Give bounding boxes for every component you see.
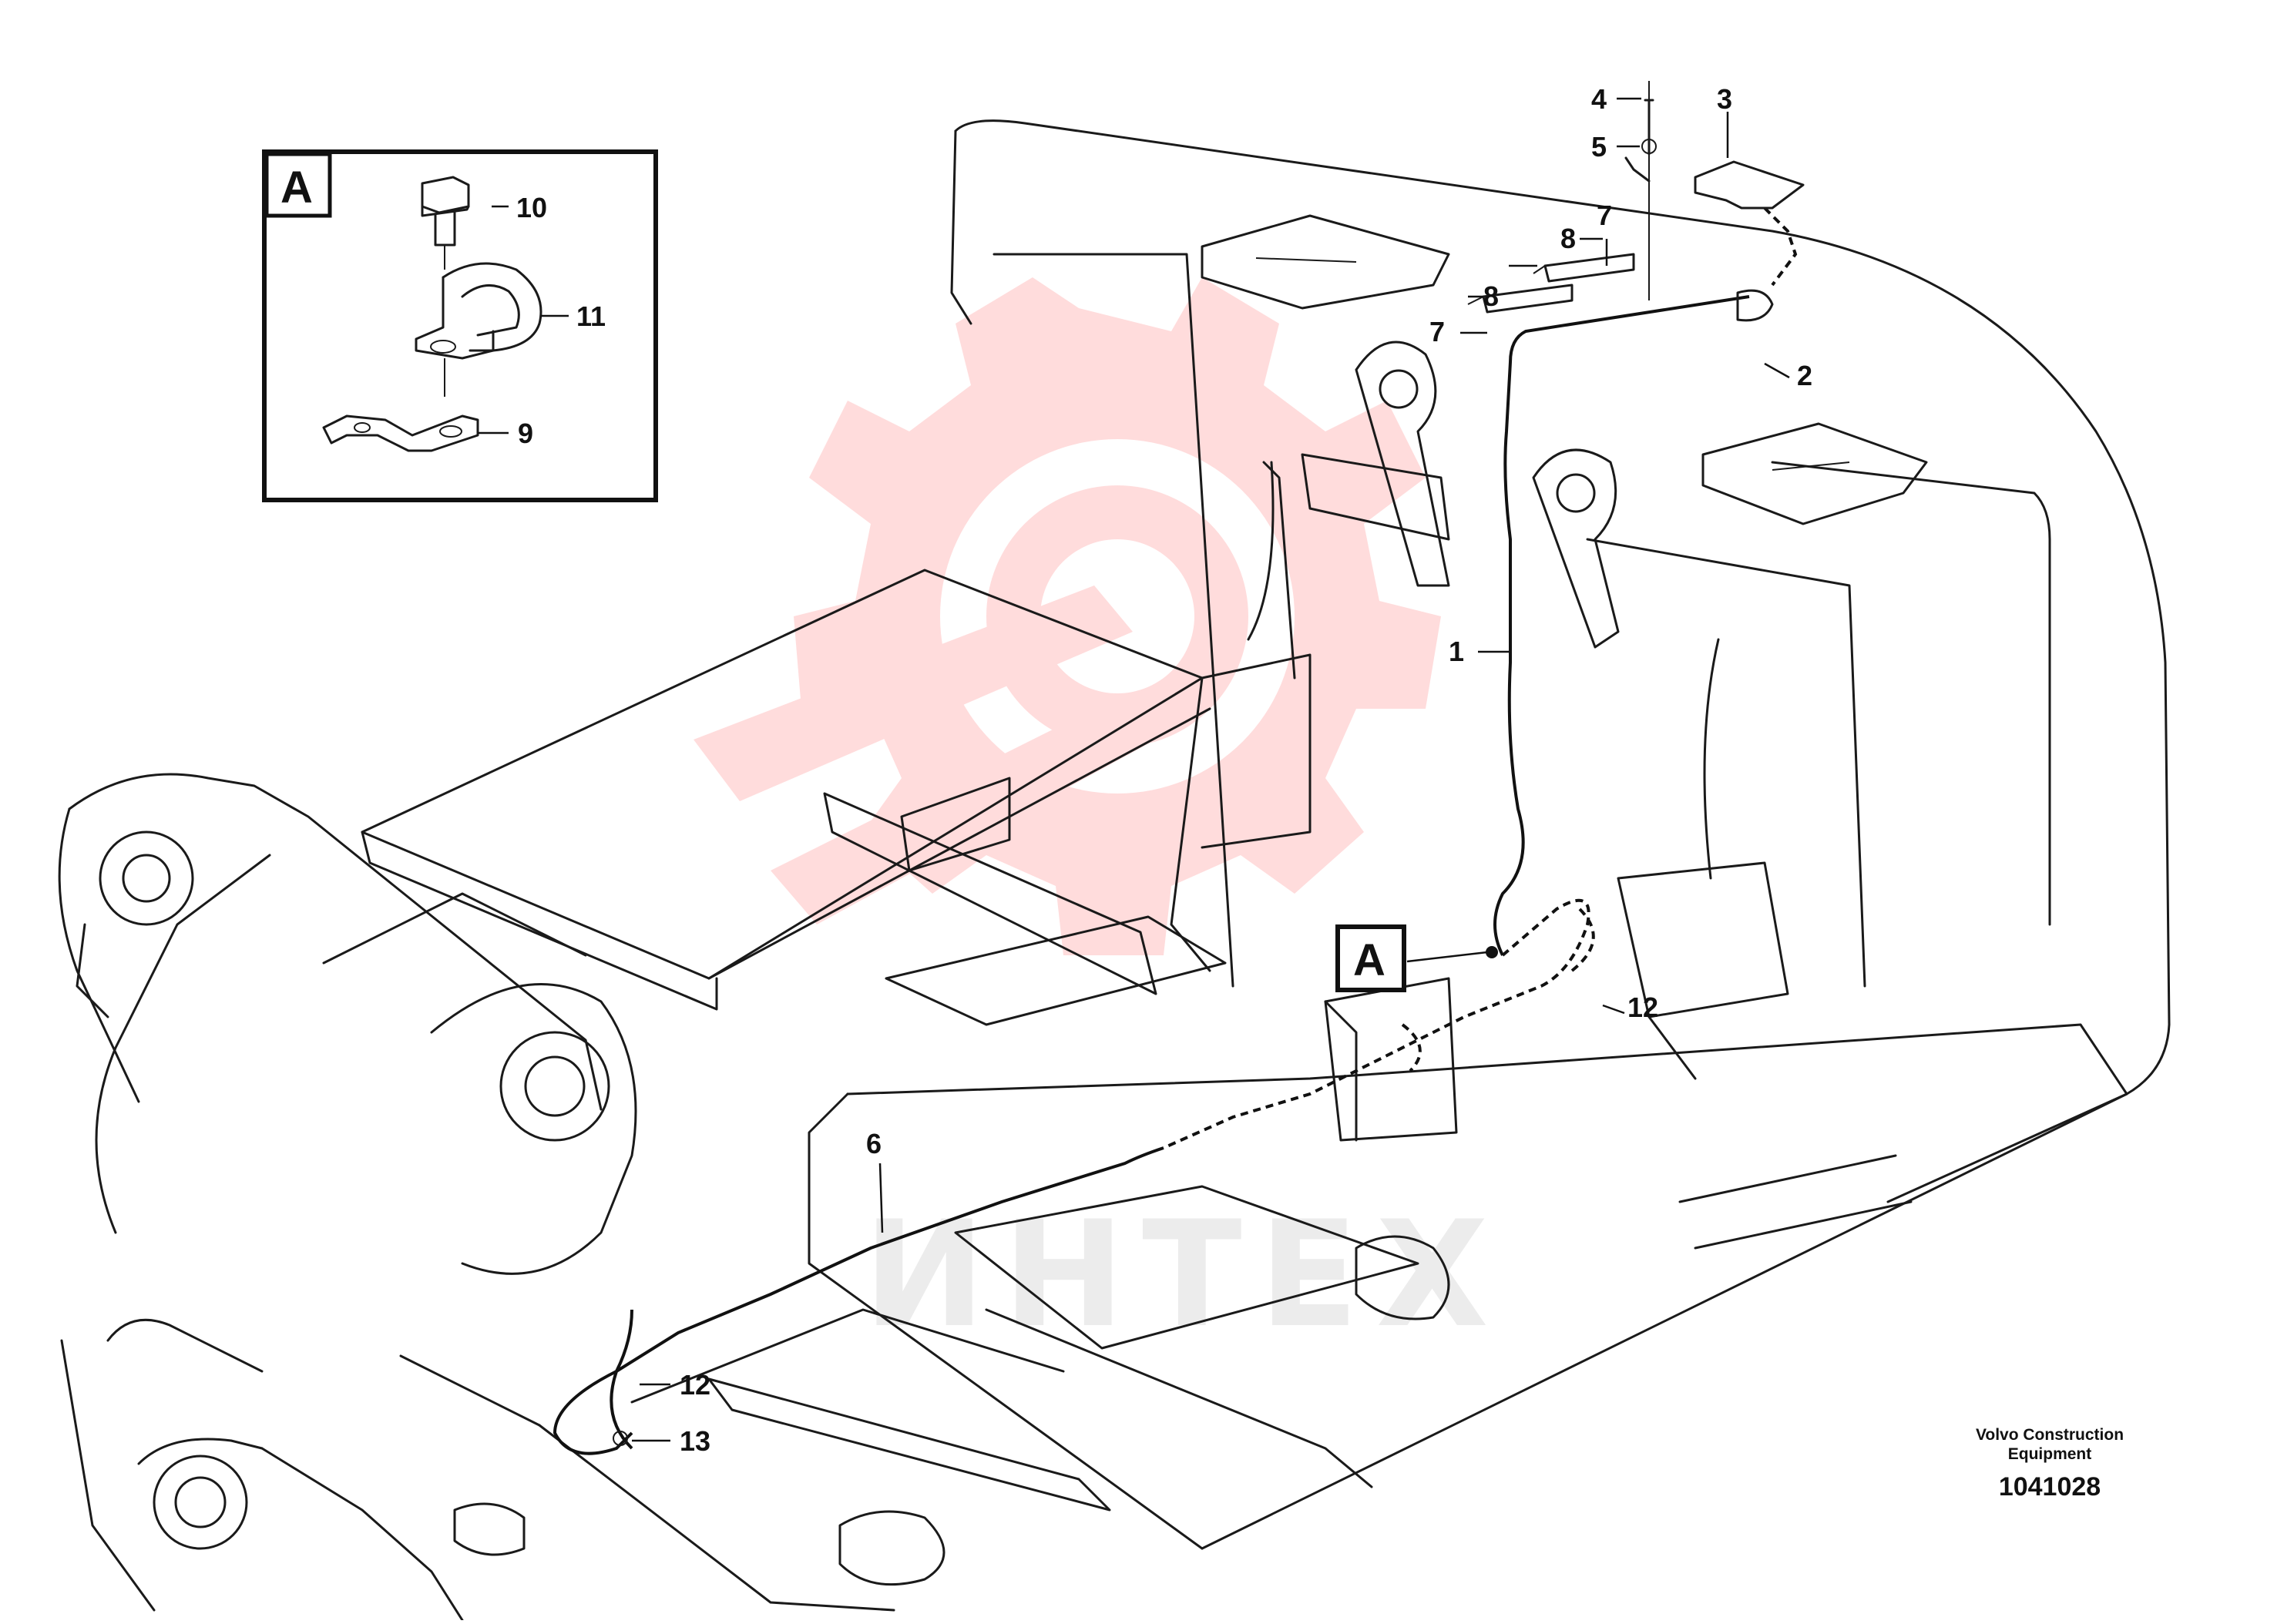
clamp-assembly [1467, 81, 1805, 322]
callout-1: 1 [1449, 636, 1464, 667]
upper-frame [361, 461, 1789, 1142]
callout-13: 13 [680, 1425, 710, 1457]
counterweight [950, 119, 2171, 1203]
brand-line-2: Equipment [2007, 1445, 2092, 1463]
detail-marker-letter: A [1353, 935, 1385, 985]
callout-12b: 12 [680, 1369, 710, 1401]
callout-7a: 7 [1597, 200, 1612, 231]
callout-2: 2 [1797, 360, 1812, 391]
callout-11: 11 [576, 300, 606, 332]
detail-view-letter: A [280, 163, 313, 213]
drawing-number: 1041028 [1998, 1472, 2101, 1502]
callout-labels: 4 5 3 8 7 8 7 2 1 12 6 12 13 10 11 9 [516, 83, 1812, 1457]
callout-4: 4 [1591, 83, 1607, 115]
boom-mount [58, 773, 637, 1622]
callout-3: 3 [1717, 83, 1732, 115]
detail-a-marker: A [1335, 924, 1406, 992]
lift-lugs [1301, 341, 1866, 988]
brand-line-1: Volvo Construction [1975, 1426, 2124, 1444]
callout-7b: 7 [1429, 316, 1445, 347]
callout-8b: 8 [1483, 280, 1499, 312]
watermark-logo [694, 277, 1441, 955]
callout-8a: 8 [1560, 223, 1576, 254]
brand-block: Volvo Construction Equipment 1041028 [1911, 1425, 2188, 1504]
callout-10: 10 [516, 192, 547, 223]
callout-12a: 12 [1627, 992, 1658, 1023]
callout-6: 6 [866, 1128, 882, 1159]
detail-inset: A [262, 149, 658, 502]
watermark-text: ИНТЕХ [863, 1189, 1506, 1360]
callout-5: 5 [1591, 131, 1607, 163]
callout-9: 9 [518, 418, 533, 449]
cable-harness [553, 206, 1798, 1455]
callout-leaders [478, 97, 1790, 1442]
base-deck [399, 1023, 2128, 1612]
